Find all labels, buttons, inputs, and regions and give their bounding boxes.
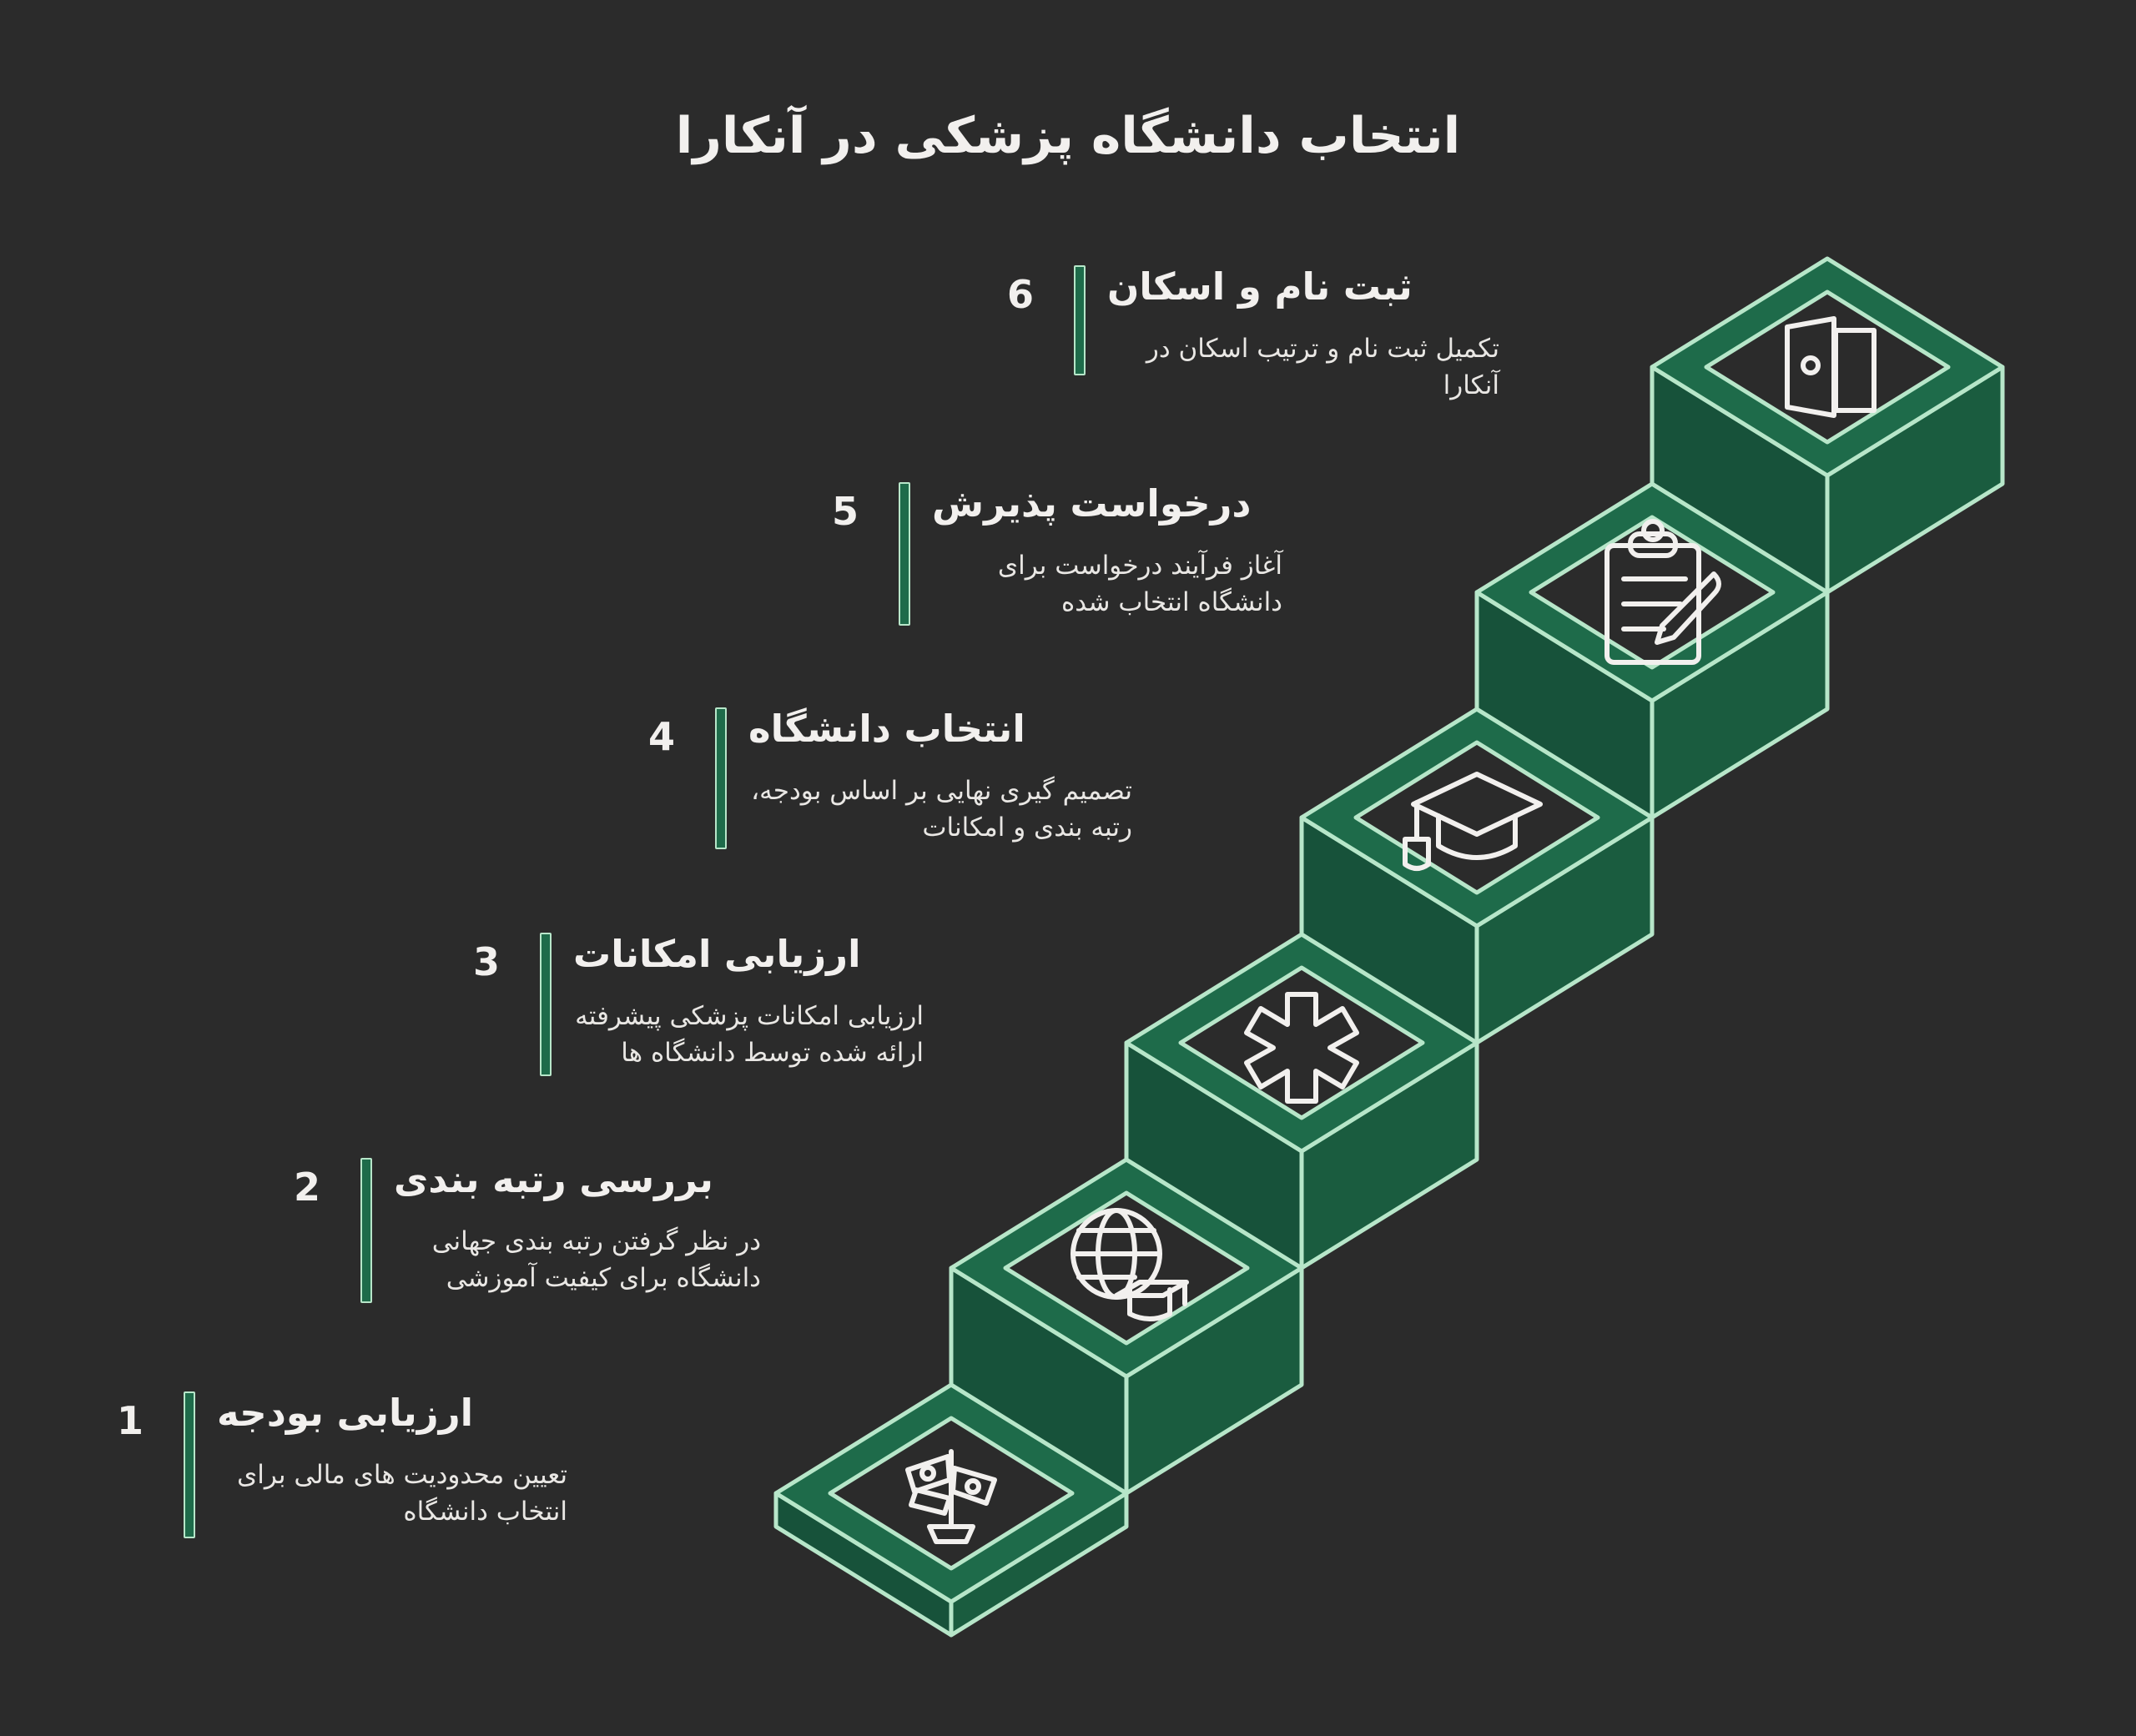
step-number-1: 1 [116,1398,144,1443]
page-title: انتخاب دانشگاه پزشکی در آنکارا [675,107,1461,165]
step-number-4: 4 [647,714,675,759]
graduation-cap-icon [1403,772,1543,871]
step-title-4: انتخاب دانشگاه [748,707,1025,751]
clipboard-pen-icon [1605,519,1721,665]
step-platform-4 [1299,707,1655,1045]
step-description-4: تصمیم گیری نهایی بر اساس بودجه، رتبه بند… [751,775,1132,843]
step-number-6: 6 [1006,272,1034,317]
step-title-1: ارزیابی بودجه [217,1391,474,1435]
step-text-3: ارزیابی امکانات ارزیابی امکانات پزشکی پی… [455,933,924,1076]
step-title-3: ارزیابی امکانات [573,932,861,976]
globe-graduation-cap-icon [1071,1208,1189,1321]
step-text-2: بررسی رتبه بندی در نظر گرفتن رتبه بندی ج… [275,1158,761,1303]
step-title-6: ثبت نام و اسکان [1107,264,1413,309]
step-text-content-1: ارزیابی بودجه تعیین محدودیت های مالی برا… [217,1391,567,1530]
step-description-3: ارزیابی امکانات پزشکی پیشرفته ارائه شده … [575,1000,924,1068]
step-number-3: 3 [472,939,500,984]
step-text-4: انتخاب دانشگاه تصمیم گیری نهایی بر اساس … [630,707,1132,849]
step-number-5: 5 [831,489,859,534]
step-accent-bar-1 [184,1391,195,1538]
step-accent-bar-2 [360,1158,372,1303]
step-number-2: 2 [293,1165,320,1210]
step-description-2: در نظر گرفتن رتبه بندی جهانی دانشگاه برا… [431,1225,761,1293]
step-text-content-3: ارزیابی امکانات ارزیابی امکانات پزشکی پی… [573,933,924,1071]
step-description-6: تکمیل ثبت نام و ترتیب اسکان در آنکارا [1146,333,1499,400]
step-description-1: تعیین محدودیت های مالی برای انتخاب دانشگ… [236,1459,567,1527]
step-text-content-2: بررسی رتبه بندی در نظر گرفتن رتبه بندی ج… [394,1158,761,1296]
step-text-content-6: ثبت نام و اسکان تکمیل ثبت نام و ترتیب اس… [1107,265,1499,404]
step-accent-bar-3 [540,933,552,1076]
step-text-5: درخواست پذیرش آغاز فرآیند درخواست برای د… [814,482,1282,626]
step-text-content-5: درخواست پذیرش آغاز فرآیند درخواست برای د… [932,482,1282,621]
step-accent-bar-5 [899,482,910,626]
step-text-1: ارزیابی بودجه تعیین محدودیت های مالی برا… [98,1391,567,1538]
step-title-2: بررسی رتبه بندی [394,1157,713,1201]
step-platform-6 [1650,256,2005,595]
step-text-content-4: انتخاب دانشگاه تصمیم گیری نهایی بر اساس … [748,707,1132,846]
step-accent-bar-4 [715,707,727,849]
step-title-5: درخواست پذیرش [932,481,1252,526]
money-plant-icon [905,1449,997,1544]
step-text-6: ثبت نام و اسکان تکمیل ثبت نام و ترتیب اس… [989,265,1499,404]
step-description-5: آغاز فرآیند درخواست برای دانشگاه انتخاب … [997,550,1282,617]
medical-asterisk-icon [1244,992,1359,1104]
step-accent-bar-6 [1074,265,1086,375]
open-door-icon [1785,316,1877,418]
